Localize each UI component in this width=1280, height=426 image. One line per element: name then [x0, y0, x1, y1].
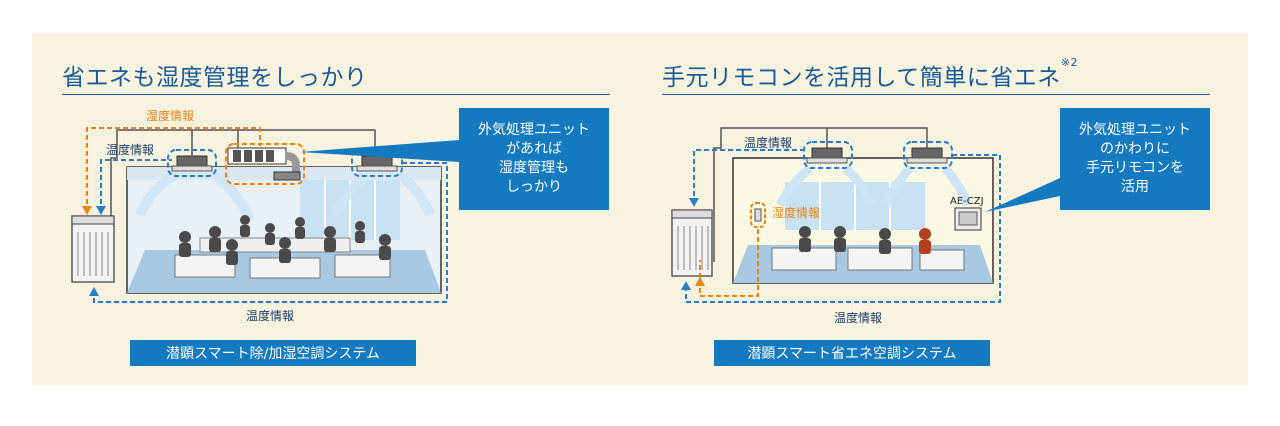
left-callout-line-4: しっかり — [506, 179, 562, 195]
left-humidity-label: 湿度情報 — [146, 109, 195, 123]
right-callout: 外気処理ユニット のかわりに 手元リモコンを 活用 — [1060, 108, 1210, 210]
left-callout: 外気処理ユニット があれば 湿度管理も しっかり — [459, 108, 609, 210]
right-callout-line-3: 手元リモコンを — [1086, 160, 1184, 176]
right-section-title-text: 手元リモコンを活用して簡単に省エネ — [662, 65, 1061, 91]
right-callout-line-4: 活用 — [1121, 179, 1149, 195]
left-title-rule — [62, 94, 610, 95]
left-callout-line-2: があれば — [506, 141, 562, 157]
right-temperature-label: 温度情報 — [744, 136, 793, 150]
right-bottom-temperature-label: 温度情報 — [834, 311, 883, 325]
left-section-title: 省エネも湿度管理をしっかり — [62, 65, 368, 91]
left-callout-line-1: 外気処理ユニット — [478, 122, 590, 138]
right-humidity-label: 湿度情報 — [772, 206, 821, 220]
right-callout-line-1: 外気処理ユニット — [1079, 122, 1191, 138]
left-system-label: 潜顕スマート除/加湿空調システム — [130, 340, 416, 366]
remote-model-label: AE-CZJ — [950, 196, 984, 207]
right-title-rule — [662, 94, 1210, 95]
right-callout-line-2: のかわりに — [1100, 141, 1170, 157]
left-bottom-temperature-label: 温度情報 — [246, 309, 295, 323]
right-title-note: ※2 — [1060, 56, 1079, 69]
left-callout-line-3: 湿度管理も — [499, 160, 569, 176]
right-section-title: 手元リモコンを活用して簡単に省エネ※2 — [662, 56, 1079, 92]
left-temperature-label: 温度情報 — [106, 143, 155, 157]
right-system-label: 潜顕スマート省エネ空調システム — [714, 340, 990, 366]
